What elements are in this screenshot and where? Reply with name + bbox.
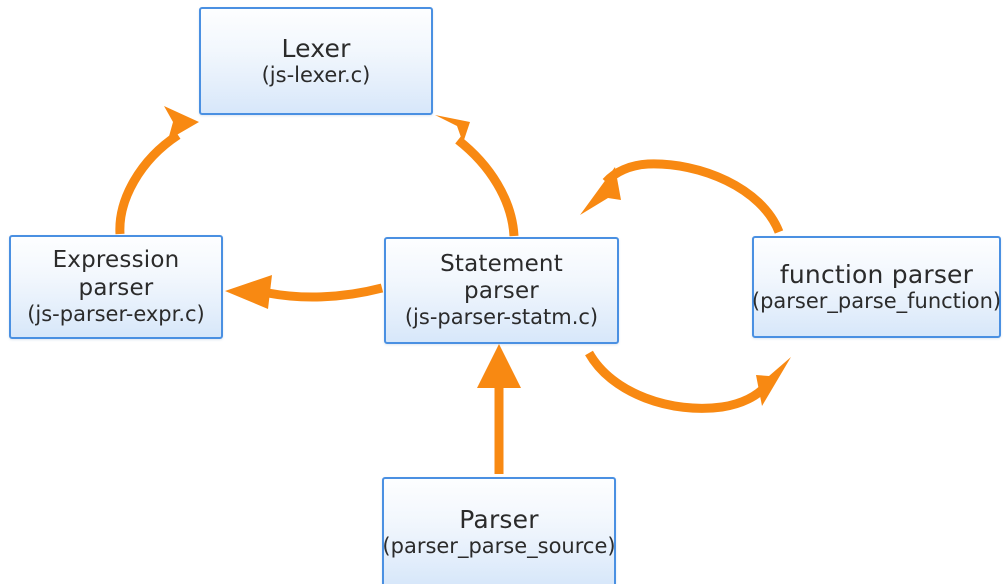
edge-statement-to-function	[585, 350, 791, 413]
node-expression-parser-title: Expression	[52, 247, 180, 274]
node-lexer-subtitle: (js-lexer.c)	[261, 63, 371, 88]
node-parser[interactable]: Parser (parser_parse_source)	[382, 477, 616, 584]
edge-expression-to-lexer	[115, 106, 199, 235]
edge-statement-to-lexer	[435, 115, 519, 237]
node-expression-parser-subtitle: (js-parser-expr.c)	[27, 301, 205, 326]
node-lexer[interactable]: Lexer (js-lexer.c)	[199, 7, 433, 115]
node-parser-title: Parser	[459, 504, 539, 534]
node-function-parser-title: function parser	[779, 259, 974, 289]
edge-statement-to-expression	[225, 275, 384, 309]
edge-function-to-statement	[580, 159, 784, 234]
node-lexer-title: Lexer	[281, 33, 351, 63]
node-expression-parser[interactable]: Expression parser (js-parser-expr.c)	[9, 235, 223, 339]
node-parser-subtitle: (parser_parse_source)	[382, 534, 616, 559]
node-function-parser[interactable]: function parser (parser_parse_function)	[752, 236, 1001, 338]
node-statement-parser-title2: parser	[464, 278, 539, 305]
node-function-parser-subtitle: (parser_parse_function)	[751, 289, 1002, 314]
node-statement-parser-title: Statement	[440, 250, 563, 277]
node-statement-parser[interactable]: Statement parser (js-parser-statm.c)	[384, 237, 619, 344]
node-statement-parser-subtitle: (js-parser-statm.c)	[404, 305, 599, 330]
node-expression-parser-title2: parser	[78, 274, 154, 301]
edge-parser-to-statement	[477, 344, 521, 474]
